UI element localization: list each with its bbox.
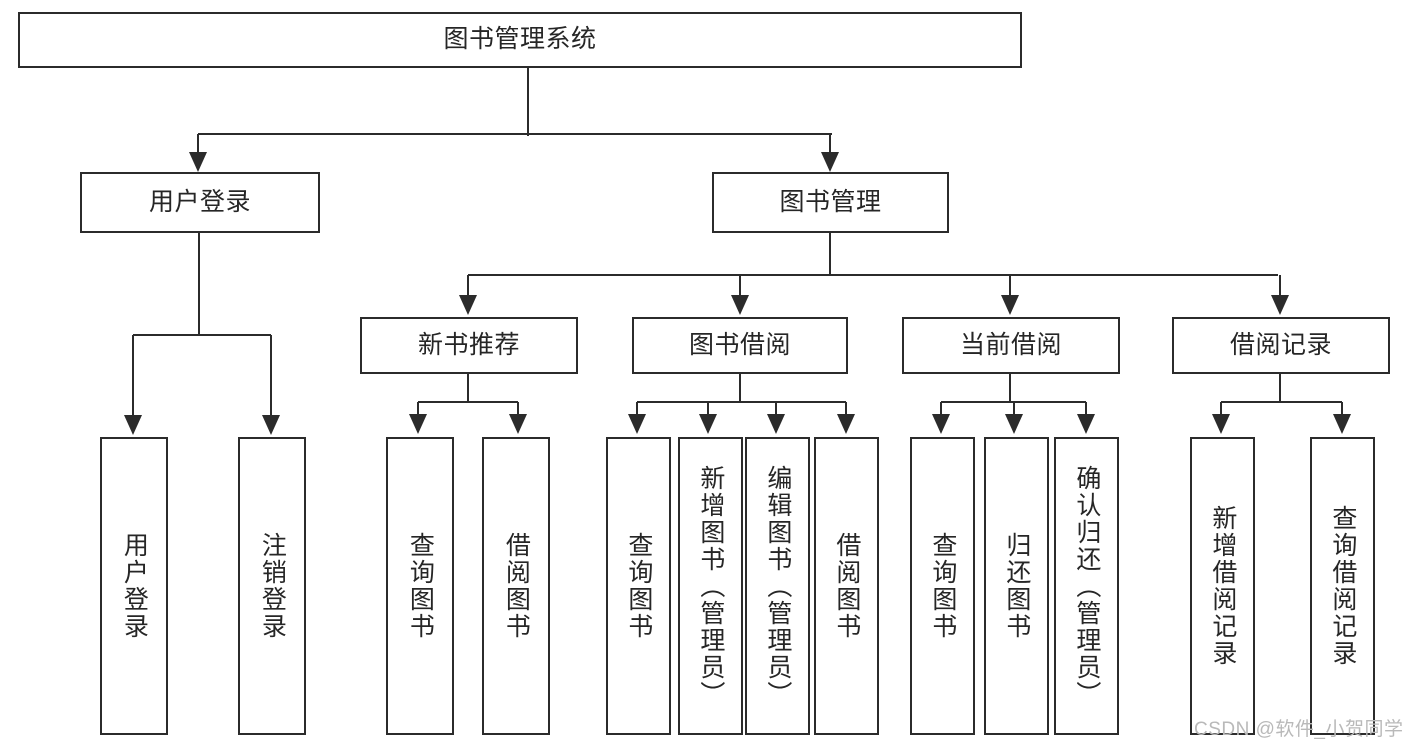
leaf-node-12[interactable]: 查询借阅记录 (1310, 437, 1375, 735)
node-label: 查询图书 (624, 532, 653, 640)
edge-group-drop-0-1 (516, 402, 520, 414)
node-label: 查询图书 (928, 532, 957, 640)
arrowhead-root-0 (189, 152, 207, 172)
edge-group-drop-0-0 (416, 402, 420, 414)
arrowhead-user-0 (124, 415, 142, 435)
leaf-node-6[interactable]: 编辑图书（管理员） (745, 437, 810, 735)
node-label: 借阅记录 (1229, 330, 1332, 359)
arrowhead-group-0-0 (409, 414, 427, 434)
edge-user-bar (133, 333, 271, 337)
node-label: 查询借阅记录 (1328, 505, 1357, 667)
node-label: 借阅图书 (502, 532, 531, 640)
edge-user-drop-0 (131, 335, 135, 415)
edge-book-drop-1 (738, 275, 742, 295)
node-label: 确认归还（管理员） (1072, 464, 1101, 708)
node-label: 图书管理 (779, 187, 882, 216)
node-label: 图书借阅 (688, 330, 791, 359)
level3-node-2[interactable]: 当前借阅 (902, 317, 1120, 374)
edge-group-drop-3-0 (1219, 402, 1223, 414)
node-label: 用户登录 (120, 532, 149, 640)
arrowhead-group-0-1 (509, 414, 527, 434)
edge-user-drop-1 (269, 335, 273, 415)
leaf-node-4[interactable]: 查询图书 (606, 437, 671, 735)
edge-group-stem-2 (1008, 374, 1012, 402)
arrowhead-book-0 (459, 295, 477, 315)
node-label: 借阅图书 (832, 532, 861, 640)
arrowhead-user-1 (262, 415, 280, 435)
root-node-图书管理系统[interactable]: 图书管理系统 (18, 12, 1022, 68)
arrowhead-root-1 (821, 152, 839, 172)
node-label: 编辑图书（管理员） (763, 464, 792, 708)
edge-group-stem-1 (738, 374, 742, 402)
leaf-node-2[interactable]: 查询图书 (386, 437, 454, 735)
arrowhead-group-3-1 (1333, 414, 1351, 434)
edge-root-drop-0 (196, 134, 200, 152)
node-label: 当前借阅 (959, 330, 1062, 359)
leaf-node-11[interactable]: 新增借阅记录 (1190, 437, 1255, 735)
edge-group-drop-1-3 (844, 402, 848, 414)
arrowhead-book-2 (1001, 295, 1019, 315)
edge-group-bar-1 (637, 400, 846, 404)
edge-book-drop-2 (1008, 275, 1012, 295)
edge-root-drop-1 (828, 134, 832, 152)
level3-node-0[interactable]: 新书推荐 (360, 317, 578, 374)
leaf-node-1[interactable]: 注销登录 (238, 437, 306, 735)
leaf-node-9[interactable]: 归还图书 (984, 437, 1049, 735)
edge-root-bar (198, 132, 832, 136)
edge-book-stem (828, 233, 832, 275)
arrowhead-book-1 (731, 295, 749, 315)
edge-group-drop-2-0 (939, 402, 943, 414)
edge-group-stem-0 (466, 374, 470, 402)
edge-group-bar-3 (1221, 400, 1342, 404)
node-label: 新增借阅记录 (1208, 505, 1237, 667)
arrowhead-group-2-2 (1077, 414, 1095, 434)
leaf-node-7[interactable]: 借阅图书 (814, 437, 879, 735)
edge-group-drop-3-1 (1340, 402, 1344, 414)
node-label: 查询图书 (406, 532, 435, 640)
leaf-node-0[interactable]: 用户登录 (100, 437, 168, 735)
arrowhead-group-1-3 (837, 414, 855, 434)
edge-group-stem-3 (1278, 374, 1282, 402)
edge-group-drop-1-0 (635, 402, 639, 414)
node-label: 归还图书 (1002, 532, 1031, 640)
node-label: 新书推荐 (417, 330, 520, 359)
node-label: 注销登录 (258, 532, 287, 640)
node-label: 图书管理系统 (443, 25, 597, 54)
edge-group-drop-1-1 (706, 402, 710, 414)
edge-group-drop-1-2 (774, 402, 778, 414)
level3-node-1[interactable]: 图书借阅 (632, 317, 848, 374)
edge-group-bar-0 (418, 400, 518, 404)
arrowhead-group-2-1 (1005, 414, 1023, 434)
level2-node-1[interactable]: 图书管理 (712, 172, 949, 233)
edge-root-stem (526, 68, 530, 136)
leaf-node-3[interactable]: 借阅图书 (482, 437, 550, 735)
edge-group-drop-2-2 (1084, 402, 1088, 414)
leaf-node-5[interactable]: 新增图书（管理员） (678, 437, 743, 735)
arrowhead-group-1-2 (767, 414, 785, 434)
edge-book-drop-0 (466, 275, 470, 295)
edge-book-bar (468, 273, 1278, 277)
level2-node-0[interactable]: 用户登录 (80, 172, 320, 233)
arrowhead-group-3-0 (1212, 414, 1230, 434)
edge-book-drop-3 (1278, 275, 1282, 295)
level3-node-3[interactable]: 借阅记录 (1172, 317, 1390, 374)
arrowhead-group-1-0 (628, 414, 646, 434)
arrowhead-group-2-0 (932, 414, 950, 434)
node-label: 用户登录 (148, 187, 251, 216)
arrowhead-book-3 (1271, 295, 1289, 315)
edge-group-drop-2-1 (1012, 402, 1016, 414)
leaf-node-8[interactable]: 查询图书 (910, 437, 975, 735)
leaf-node-10[interactable]: 确认归还（管理员） (1054, 437, 1119, 735)
edge-user-stem (197, 233, 201, 335)
node-label: 新增图书（管理员） (696, 464, 725, 708)
arrowhead-group-1-1 (699, 414, 717, 434)
